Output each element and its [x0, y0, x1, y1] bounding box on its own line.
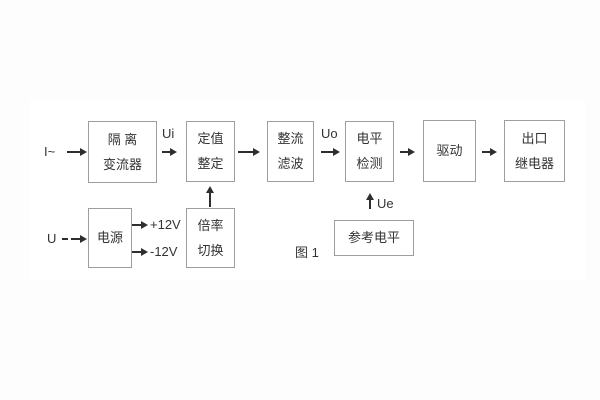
block-label: 整流: [277, 131, 304, 146]
current-input-label: I~: [44, 144, 56, 159]
block-label: 驱动: [436, 143, 463, 158]
block-label: 参考电平: [347, 230, 400, 245]
arrow-minus12-icon: [132, 251, 141, 253]
power-minus12-label: -12V: [150, 244, 178, 259]
arrow-ratio-to-setpoint-icon: [209, 193, 211, 207]
block-power-supply: 电源: [88, 208, 132, 268]
block-label: 整定: [197, 156, 224, 171]
arrow-ui-icon: [162, 151, 170, 153]
arrow-u-input-icon: [71, 238, 80, 240]
arrow-driver-to-relay-icon: [482, 151, 490, 153]
block-label: 变流器: [102, 156, 142, 172]
block-ratio-switch: 倍率 切换: [186, 208, 235, 268]
u-input-line-segment: [62, 238, 68, 240]
block-label: 继电器: [514, 155, 554, 171]
block-label: 定值: [197, 131, 224, 146]
block-setpoint-adjust: 定值 整定: [186, 121, 235, 182]
block-level-detector: 电平 检测: [345, 121, 394, 182]
block-label: 切换: [197, 242, 224, 258]
block-reference-level: 参考电平: [334, 220, 414, 256]
figure-caption: 图 1: [295, 245, 319, 260]
block-label: 电源: [96, 230, 123, 245]
signal-uo-label: Uo: [321, 126, 338, 141]
block-label: 隔 离: [107, 131, 138, 147]
arrow-setpoint-to-rectifier-icon: [238, 151, 253, 153]
block-driver: 驱动: [423, 120, 476, 182]
signal-ue-label: Ue: [377, 196, 394, 211]
block-output-relay: 出口 继电器: [504, 120, 565, 182]
arrow-i-input-icon: [67, 151, 80, 153]
arrow-plus12-icon: [132, 224, 141, 226]
block-label: 出口: [521, 130, 548, 146]
voltage-input-label: U: [47, 231, 57, 246]
block-label: 滤波: [277, 156, 304, 171]
block-label: 倍率: [197, 217, 224, 233]
arrow-ue-icon: [369, 200, 371, 209]
arrow-uo-icon: [321, 151, 333, 153]
arrow-level-to-driver-icon: [400, 151, 408, 153]
signal-ui-label: Ui: [162, 126, 175, 141]
block-isolation-transformer: 隔 离 变流器: [88, 121, 157, 183]
block-rectifier-filter: 整流 滤波: [267, 121, 314, 182]
power-plus12-label: +12V: [150, 217, 181, 232]
block-label: 电平: [356, 131, 383, 146]
block-label: 检测: [356, 156, 383, 171]
